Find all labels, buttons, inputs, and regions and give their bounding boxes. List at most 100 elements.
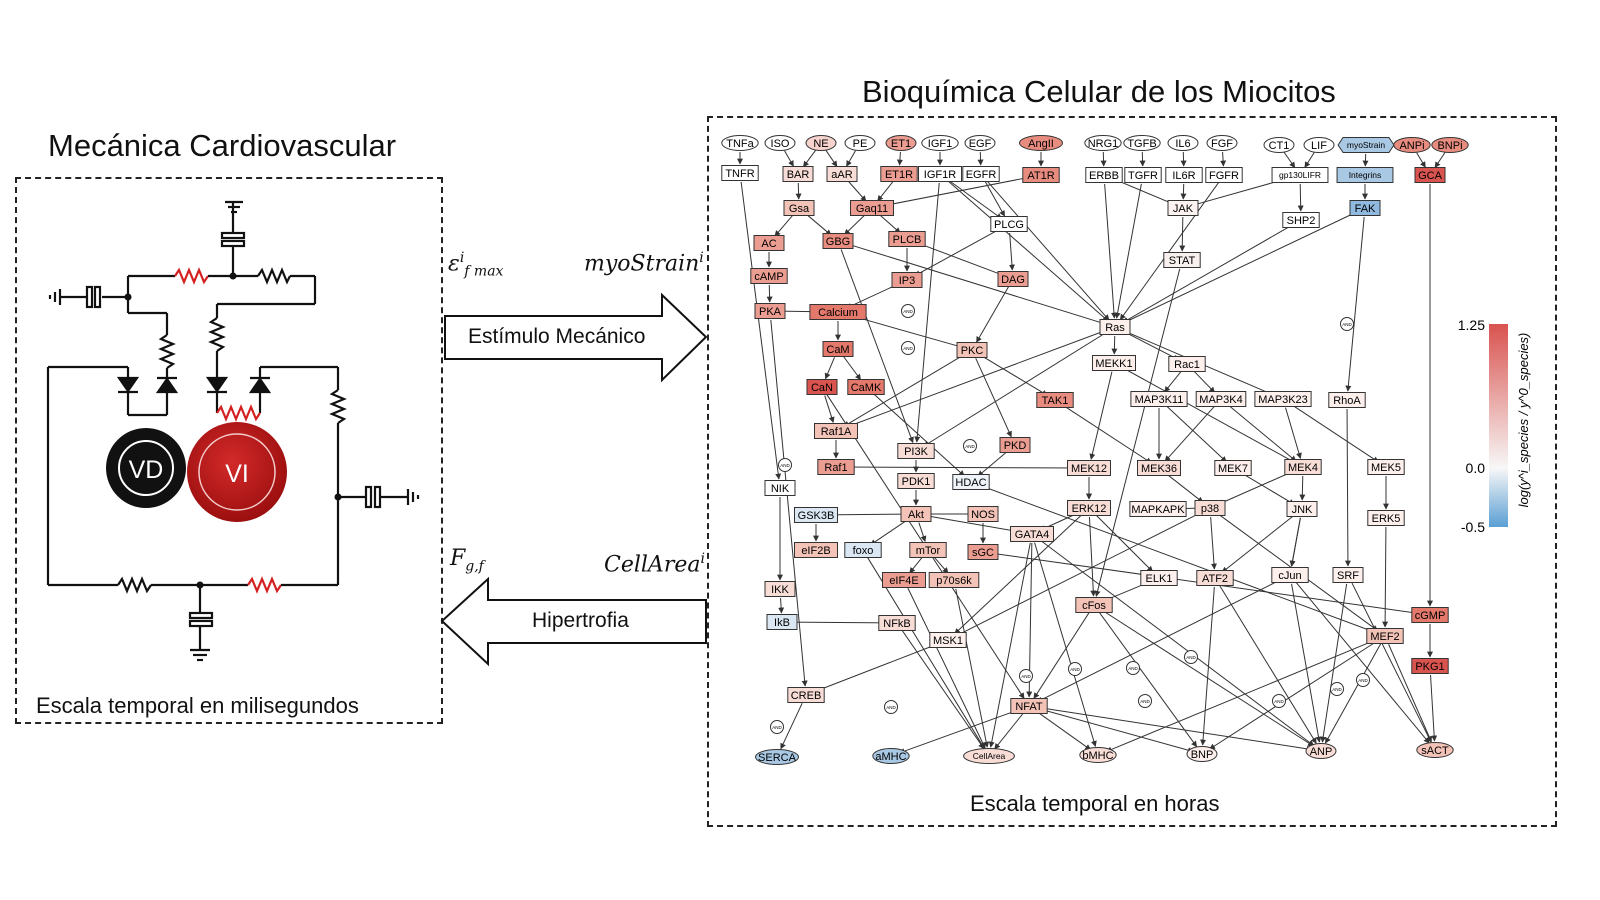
node-FGFR: FGFR	[1205, 167, 1243, 183]
edge-SHP2-Ras	[1122, 224, 1294, 323]
node-Akt: Akt	[900, 506, 932, 522]
node-label: Raf1	[824, 462, 847, 474]
node-label: Gsa	[789, 203, 810, 215]
edge-EGFR-PLCG	[984, 181, 1006, 217]
node-label: myoStrain	[1347, 140, 1386, 150]
node-label: GSK3B	[798, 510, 835, 522]
node-sGC: sGC	[967, 544, 999, 560]
node-label: BNPi	[1437, 140, 1462, 152]
node-IkB: IkB	[766, 614, 798, 630]
node-Gaq11: Gaq11	[850, 200, 894, 216]
node-label: CT1	[1269, 140, 1290, 152]
node-sACT: sACT	[1416, 742, 1454, 758]
edge-MEF2-ANP	[1324, 643, 1382, 744]
edge-Gsa-AC	[774, 214, 794, 237]
node-label: MEK4	[1288, 462, 1318, 474]
edge-MAP3K23-MEK5	[1290, 403, 1379, 463]
svg-text:AND: AND	[780, 463, 790, 468]
node-label: cGMP	[1415, 610, 1446, 622]
node-label: EGF	[969, 138, 992, 150]
node-IKK: IKK	[764, 581, 796, 597]
node-Integrins: Integrins	[1336, 167, 1394, 183]
edge-mTor-p70s6k	[933, 556, 949, 574]
node-TNFR: TNFR	[721, 165, 759, 181]
edge-NFAT-bMHC	[1036, 710, 1092, 751]
node-mTor: mTor	[909, 542, 947, 558]
edge-NFAT-BNP	[1037, 707, 1194, 754]
node-label: CaM	[826, 344, 849, 356]
edge-ATF2-ANP	[1219, 585, 1317, 744]
node-label: TNFa	[726, 138, 754, 150]
node-label: ISO	[771, 138, 790, 150]
colorbar-min: -0.5	[1461, 519, 1485, 535]
and-gate: AND	[884, 700, 898, 714]
edge-ERK12-ELK1	[1095, 514, 1154, 573]
edge-PKD-HDAC	[977, 450, 1009, 477]
node-ET1: ET1	[885, 135, 917, 151]
edge-p70s6k-CellArea	[955, 588, 990, 748]
node-label: TGFB	[1127, 138, 1156, 150]
node-NRG1: NRG1	[1084, 135, 1122, 151]
edge-PKC-PKD	[975, 357, 1012, 438]
edge-MEF2-BNP	[1209, 640, 1378, 750]
node-label: p70s6k	[936, 575, 972, 587]
node-label: AngII	[1028, 138, 1054, 150]
node-label: DAG	[1001, 274, 1025, 286]
node-EGF: EGF	[964, 135, 996, 151]
node-label: RhoA	[1333, 395, 1361, 407]
edge-NFAT-aMHC	[898, 708, 1021, 754]
colorbar-gradient	[1489, 324, 1508, 527]
node-label: FGFR	[1209, 170, 1239, 182]
node-CREB: CREB	[787, 687, 825, 703]
edge-STAT-cFos	[1094, 268, 1181, 597]
node-CellArea: CellArea	[963, 748, 1015, 764]
svg-text:AND: AND	[1140, 699, 1150, 704]
node-label: FAK	[1355, 203, 1376, 215]
node-label: MAP3K11	[1135, 394, 1184, 406]
node-label: PI3K	[904, 446, 929, 458]
edge-Akt-foxo	[869, 518, 909, 546]
node-eIF4E: eIF4E	[882, 572, 926, 588]
node-eIF2B: eIF2B	[794, 542, 838, 558]
svg-text:AND: AND	[1186, 655, 1196, 660]
node-label: PE	[853, 138, 868, 150]
node-label: IL6	[1175, 138, 1190, 150]
edge-GATA4-ANP	[1038, 539, 1315, 746]
node-label: GBG	[826, 236, 850, 248]
edge-Gaq11-PLCB	[878, 213, 901, 234]
edge-Rac1-MAP3K4	[1192, 370, 1216, 393]
edge-AT1R-Gaq11	[880, 176, 1033, 209]
node-label: aAR	[831, 169, 852, 181]
edge-MEF2-bMHC	[1105, 638, 1377, 753]
node-label: Raf1A	[821, 426, 852, 438]
node-label: cJun	[1278, 570, 1301, 582]
svg-text:AND: AND	[886, 705, 896, 710]
edge-ERK12-cFos	[1088, 516, 1097, 597]
node-label: BAR	[787, 169, 810, 181]
hypertrophy-label: Hipertrofia	[532, 609, 629, 632]
edge-TGFR-Ras	[1114, 183, 1142, 319]
node-label: CaN	[811, 382, 833, 394]
edge-p38-ATF2	[1210, 516, 1217, 570]
node-IP3: IP3	[891, 272, 923, 288]
node-label: Gaq11	[856, 203, 888, 215]
node-label: STAT	[1169, 255, 1196, 267]
node-cAMP: cAMP	[750, 268, 788, 284]
edge-NFAT-ANP	[1037, 706, 1313, 752]
edge-Akt-GATA4	[924, 515, 1024, 535]
and-gate: AND	[1184, 650, 1198, 664]
rv-label: VD	[129, 456, 164, 484]
edge-CREB-SERCA	[780, 702, 803, 750]
edge-JNK-cJun	[1289, 517, 1301, 567]
edge-cJun-ANP	[1291, 583, 1322, 743]
node-label: eIF4E	[889, 575, 918, 587]
node-label: CREB	[791, 690, 822, 702]
node-AT1R: AT1R	[1022, 167, 1060, 183]
node-label: TAK1	[1042, 395, 1069, 407]
edge-PKC-Raf1A	[843, 354, 965, 427]
edge-GBG-Ras	[846, 243, 1107, 326]
and-gate: AND	[1340, 317, 1354, 331]
edge-mTor-eIF4E	[909, 556, 923, 574]
edge-p38-MSK1	[955, 511, 1203, 637]
